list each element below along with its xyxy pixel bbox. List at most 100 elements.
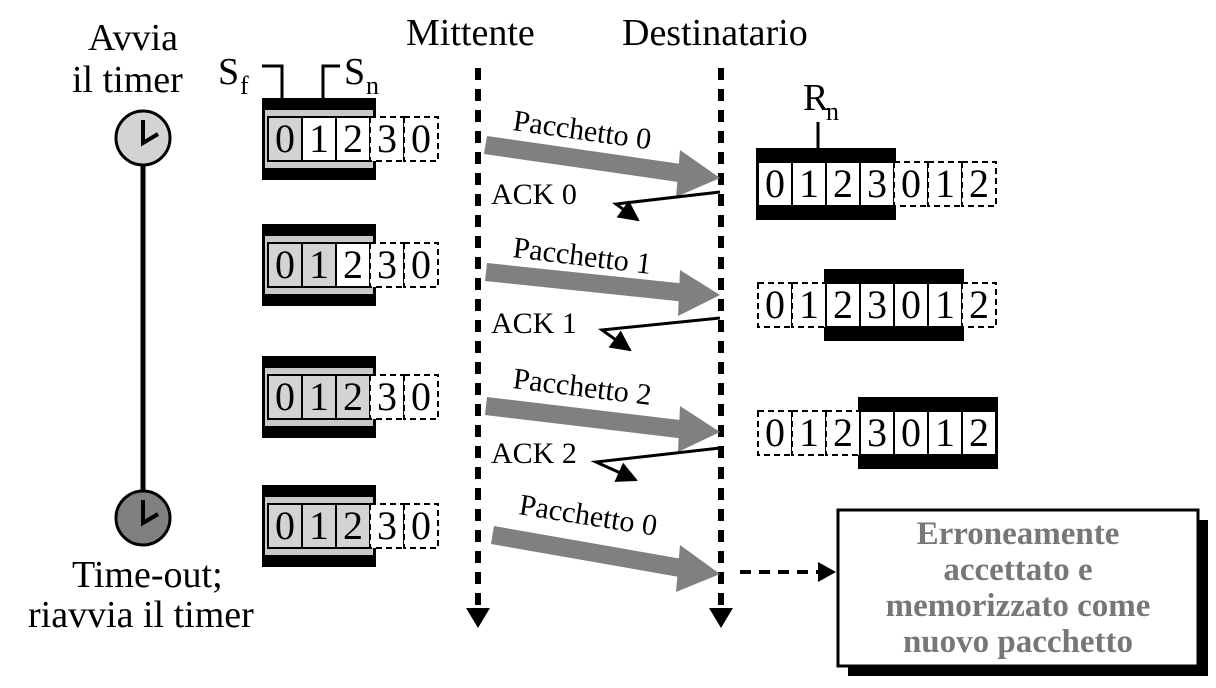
sender-cell-label: 0 — [411, 116, 431, 161]
sender-cell-label: 1 — [309, 374, 329, 419]
svg-text:S: S — [344, 51, 365, 93]
error-note-box — [836, 508, 1208, 676]
receiver-cell-box — [859, 161, 895, 207]
ack-arrow-0 — [612, 190, 721, 222]
sender-cell-label: 3 — [377, 503, 397, 548]
receiver-cell-box — [961, 410, 997, 456]
error-note-line2: accettato e — [943, 552, 1092, 588]
error-note-line1: Erroneamente — [917, 516, 1120, 552]
svg-text:R: R — [803, 77, 829, 119]
ack-label-0: ACK 0 — [491, 178, 577, 211]
receiver-cell-box — [825, 161, 861, 207]
sender-cell-box — [335, 503, 371, 549]
receiver-cell-label: 3 — [867, 410, 887, 455]
sender-cell-box — [403, 503, 439, 549]
receiver-cell-label: 2 — [969, 161, 989, 206]
receiver-cell-label: 2 — [969, 410, 989, 455]
ack-arrow-2 — [590, 446, 721, 482]
receiver-cell-label: 1 — [799, 161, 819, 206]
packet-arrow-1 — [485, 263, 720, 316]
sender-cell-box — [335, 116, 371, 162]
ack-label-1: ACK 1 — [491, 307, 577, 340]
sender-cell-label: 3 — [377, 374, 397, 419]
packet-arrow-3 — [491, 526, 720, 592]
receiver-cell-box — [893, 282, 929, 328]
sender-cell-label: 2 — [343, 503, 363, 548]
packet-arrow-2 — [485, 397, 720, 452]
receiver-cell-label: 0 — [765, 161, 785, 206]
error-note-line3: memorizzato come — [886, 588, 1151, 624]
sender-cell-label: 3 — [377, 242, 397, 287]
receiver-cell-label: 0 — [901, 410, 921, 455]
sender-cell-label: 2 — [343, 116, 363, 161]
receiver-cell-box — [859, 282, 895, 328]
receiver-cell-label: 1 — [799, 282, 819, 327]
receiver-cell-label: 2 — [833, 410, 853, 455]
sender-cell-label: 0 — [275, 116, 295, 161]
sender-cell-box — [267, 374, 303, 420]
receiver-cell-box — [757, 410, 793, 456]
ack-arrow-1 — [597, 316, 721, 352]
receiver-cell-box — [893, 410, 929, 456]
sender-cell-box — [403, 116, 439, 162]
timeout-label-line2: riavvia il timer — [28, 594, 254, 636]
sender-cell-label: 3 — [377, 116, 397, 161]
receiver-cell-label: 2 — [833, 161, 853, 206]
receiver-cell-box — [927, 410, 963, 456]
receiver-cell-label: 0 — [765, 410, 785, 455]
rn-pointer: R n — [803, 77, 839, 148]
receiver-cell-label: 0 — [901, 282, 921, 327]
sender-cell-box — [403, 242, 439, 288]
sender-cell-label: 1 — [309, 503, 329, 548]
svg-text:S: S — [218, 51, 239, 93]
clock-start-icon — [114, 109, 172, 167]
receiver-cell-label: 3 — [867, 161, 887, 206]
sn-pointer: S n — [321, 51, 379, 100]
sender-cell-box — [301, 374, 337, 420]
sender-cell-box — [403, 374, 439, 420]
sender-cell-label: 2 — [343, 242, 363, 287]
sf-pointer: S f — [218, 51, 284, 100]
timeout-label-line1: Time-out; — [72, 554, 223, 596]
receiver-cell-label: 1 — [935, 282, 955, 327]
ack-label-2: ACK 2 — [491, 437, 577, 470]
receiver-cell-label: 0 — [765, 282, 785, 327]
receiver-cell-label: 1 — [935, 161, 955, 206]
clock-timeout-icon — [114, 489, 172, 547]
receiver-timeline-arrow — [709, 608, 733, 628]
sender-cell-label: 0 — [275, 242, 295, 287]
sender-cell-box — [267, 503, 303, 549]
packet-arrow-0 — [484, 136, 720, 197]
receiver-cell-label: 0 — [901, 161, 921, 206]
svg-text:f: f — [240, 71, 249, 100]
error-pointer-arrowhead — [818, 562, 836, 582]
sender-cell-label: 2 — [343, 374, 363, 419]
receiver-cell-label: 1 — [935, 410, 955, 455]
sender-cell-label: 1 — [309, 242, 329, 287]
start-timer-label-line2: il timer — [72, 59, 183, 101]
receiver-label: Destinatario — [622, 12, 808, 54]
receiver-cell-box — [825, 282, 861, 328]
sender-cell-box — [301, 116, 337, 162]
sender-cell-box — [369, 242, 405, 288]
error-note-line4: nuovo pacchetto — [903, 624, 1133, 660]
receiver-cell-box — [791, 161, 827, 207]
receiver-cell-box — [757, 161, 793, 207]
sender-cell-box — [335, 242, 371, 288]
sender-cell-box — [267, 242, 303, 288]
receiver-cell-label: 1 — [799, 410, 819, 455]
sender-timeline-arrow — [466, 608, 490, 628]
sender-cell-box — [301, 503, 337, 549]
start-timer-label-line1: Avvia — [88, 17, 178, 59]
sender-cell-label: 0 — [275, 503, 295, 548]
receiver-cell-label: 2 — [833, 282, 853, 327]
